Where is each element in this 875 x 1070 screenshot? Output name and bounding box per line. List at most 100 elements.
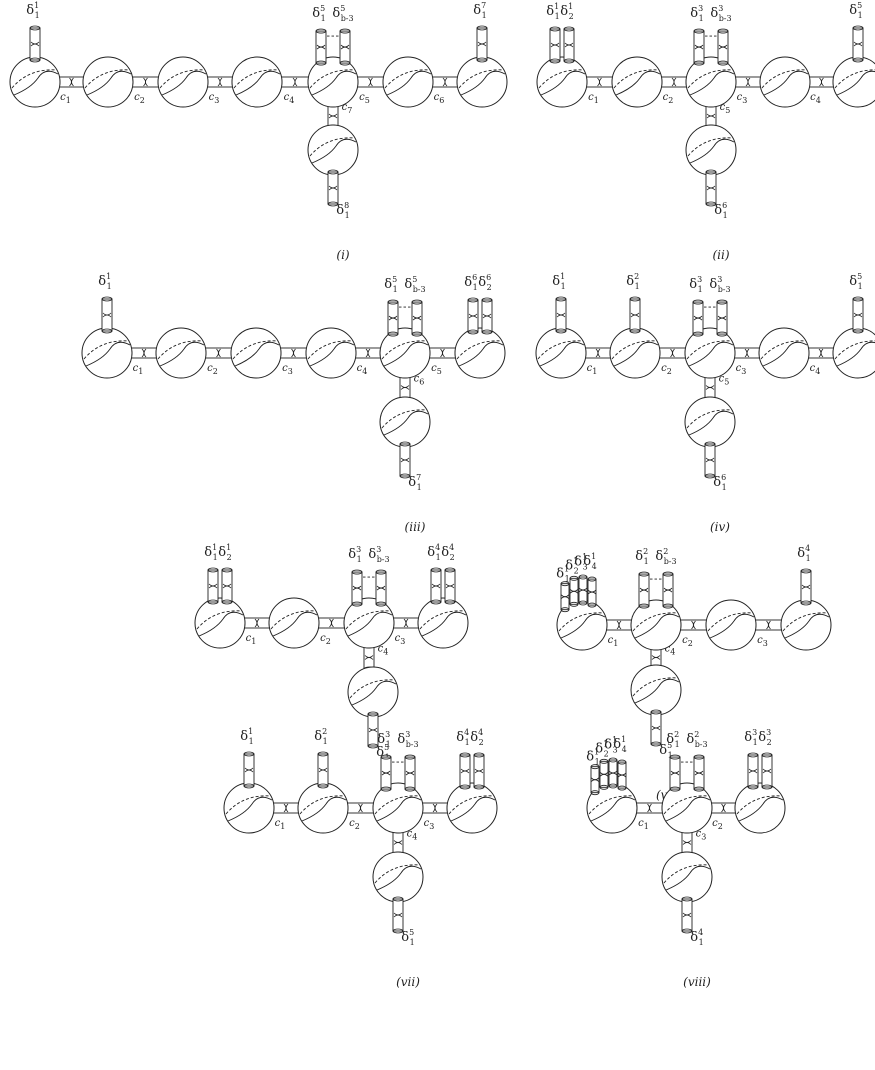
boundary-label-sup: 1 bbox=[560, 272, 565, 281]
boundary-label-sub: 1 bbox=[635, 282, 640, 291]
panel-caption: (iii) bbox=[405, 520, 426, 534]
boundary-stub bbox=[638, 571, 650, 609]
connector-tube bbox=[581, 347, 615, 359]
boundary-stub bbox=[243, 751, 255, 789]
boundary-label-sub: 1 bbox=[595, 758, 600, 767]
boundary-label-sub: b-3 bbox=[719, 14, 732, 23]
sphere bbox=[685, 56, 737, 108]
sphere bbox=[684, 327, 736, 379]
boundary-label-sup: 8 bbox=[344, 201, 349, 210]
boundary-label-sup: 4 bbox=[478, 728, 483, 737]
sphere bbox=[230, 327, 282, 379]
sphere bbox=[609, 327, 661, 379]
boundary-stub bbox=[617, 759, 627, 791]
sphere bbox=[456, 56, 508, 108]
boundary-label-sup: 1 bbox=[603, 740, 608, 749]
boundary-stub bbox=[221, 567, 233, 605]
connector-label: c4 bbox=[378, 644, 389, 657]
connector-label: c2 bbox=[682, 635, 693, 648]
boundary-label-sub: 1 bbox=[386, 740, 391, 749]
boundary-label-sub: 1 bbox=[465, 738, 470, 747]
boundary-label-sup: 3 bbox=[717, 275, 722, 284]
boundary-label-sup: 4 bbox=[449, 543, 454, 552]
connector-label: c3 bbox=[696, 829, 707, 842]
boundary-label-sub: b-3 bbox=[413, 285, 426, 294]
boundary-stub bbox=[387, 299, 399, 337]
connector-label: c2 bbox=[349, 818, 360, 831]
boundary-label-sup: 5 bbox=[384, 743, 389, 752]
connector-tube bbox=[418, 802, 452, 814]
boundary-label-sub: 1 bbox=[107, 282, 112, 291]
boundary-label-sub: 1 bbox=[555, 12, 560, 21]
connector-tube bbox=[277, 76, 313, 88]
connector-label: c5 bbox=[359, 92, 370, 105]
sphere bbox=[832, 327, 875, 379]
connector-tube bbox=[655, 347, 690, 359]
connector-label: c2 bbox=[661, 363, 672, 376]
connector-label: c1 bbox=[608, 635, 619, 648]
connector-tube bbox=[632, 802, 667, 814]
sphere bbox=[81, 327, 133, 379]
boundary-label-sup: 1 bbox=[594, 748, 599, 757]
boundary-label-sub: 4 bbox=[622, 745, 627, 754]
boundary-stub bbox=[693, 754, 705, 792]
connector-label: c2 bbox=[663, 92, 674, 105]
connector-tube bbox=[657, 76, 691, 88]
connector-tube bbox=[55, 76, 88, 88]
boundary-stub bbox=[852, 25, 864, 63]
boundary-label-sub: 1 bbox=[858, 11, 863, 20]
connector-label: c3 bbox=[757, 635, 768, 648]
boundary-label-sup: 4 bbox=[805, 544, 810, 553]
connector-label: c1 bbox=[246, 633, 257, 646]
connector-label: c2 bbox=[320, 633, 331, 646]
connector-tube bbox=[751, 619, 786, 631]
boundary-label-sub: 3 bbox=[583, 563, 588, 572]
boundary-stub bbox=[716, 299, 728, 337]
panel-caption: (viii) bbox=[683, 975, 711, 989]
boundary-label-sub: 1 bbox=[699, 14, 704, 23]
boundary-label-sup: 1 bbox=[248, 727, 253, 736]
connector-label: c2 bbox=[134, 92, 145, 105]
boundary-label-sub: 1 bbox=[561, 282, 566, 291]
boundary-label-sub: b-3 bbox=[718, 285, 731, 294]
panel-caption: (vii) bbox=[396, 975, 420, 989]
sphere bbox=[630, 599, 682, 651]
boundary-stub bbox=[669, 754, 681, 792]
boundary-stub bbox=[351, 569, 363, 607]
boundary-stub bbox=[315, 28, 327, 66]
boundary-label-sup: 2 bbox=[643, 547, 648, 556]
boundary-label-sup: 3 bbox=[385, 730, 390, 739]
boundary-stub bbox=[599, 758, 609, 790]
connector-tube bbox=[351, 347, 385, 359]
boundary-label-sub: 1 bbox=[675, 740, 680, 749]
boundary-stub bbox=[327, 169, 339, 207]
sphere bbox=[157, 56, 209, 108]
boundary-label-sub: 1 bbox=[644, 557, 649, 566]
connector-label: c1 bbox=[133, 363, 144, 376]
boundary-label-sub: 1 bbox=[213, 553, 218, 562]
boundary-stub bbox=[590, 764, 600, 796]
